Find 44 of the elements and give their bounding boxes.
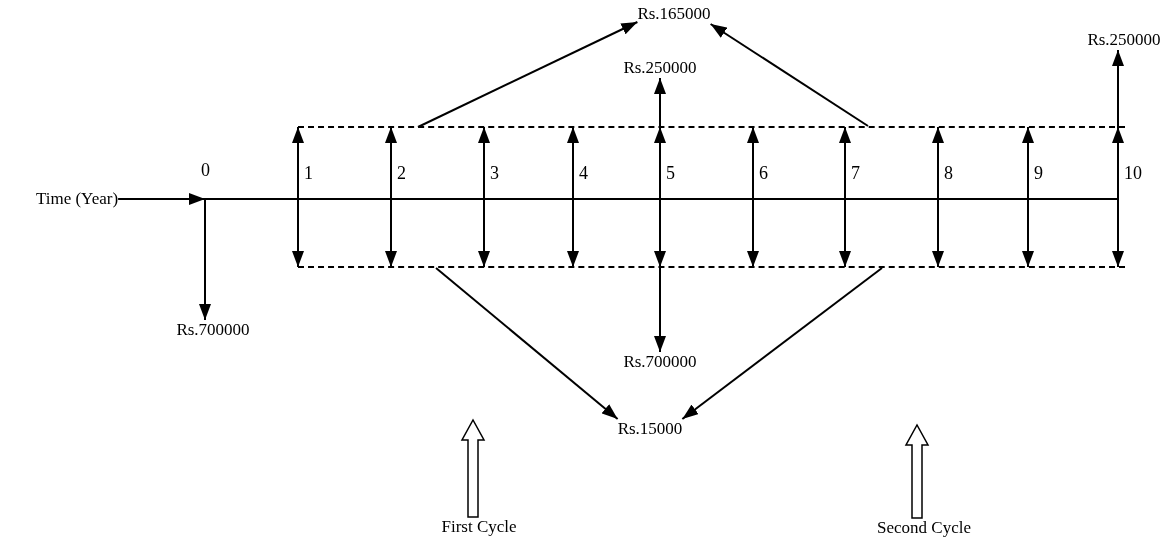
dashed-line bbox=[298, 266, 1125, 268]
axis-title: Time (Year) bbox=[35, 189, 119, 209]
year-number: 5 bbox=[666, 163, 675, 183]
double-arrow bbox=[654, 126, 666, 268]
arrow bbox=[435, 267, 619, 420]
double-arrow bbox=[932, 126, 944, 268]
year-number: 10 bbox=[1124, 163, 1142, 183]
double-arrow bbox=[1112, 126, 1124, 268]
year-number: 3 bbox=[490, 163, 499, 183]
year-number: 6 bbox=[759, 163, 768, 183]
double-arrow bbox=[1022, 126, 1034, 268]
caption-text: Second Cycle bbox=[877, 518, 971, 538]
arrow bbox=[1112, 49, 1124, 128]
double-arrow bbox=[839, 126, 851, 268]
hollow-arrow bbox=[904, 423, 930, 519]
double-arrow bbox=[567, 126, 579, 268]
caption-text: First Cycle bbox=[441, 517, 517, 537]
year-number: 8 bbox=[944, 163, 953, 183]
timeline-axis bbox=[205, 198, 1118, 200]
double-arrow bbox=[385, 126, 397, 268]
arrow bbox=[654, 77, 666, 128]
arrow bbox=[117, 193, 206, 205]
arrow bbox=[654, 266, 666, 353]
year-number: 7 bbox=[851, 163, 860, 183]
year-number: 2 bbox=[397, 163, 406, 183]
amount-label: Rs.15000 bbox=[617, 419, 683, 439]
amount-label: Rs.700000 bbox=[623, 352, 697, 372]
arrow bbox=[199, 198, 211, 321]
dashed-line bbox=[298, 126, 1125, 128]
year-number: 1 bbox=[304, 163, 313, 183]
amount-label: Rs.700000 bbox=[176, 320, 250, 340]
amount-label: Rs.250000 bbox=[1087, 30, 1161, 50]
double-arrow bbox=[292, 126, 304, 268]
arrow bbox=[417, 21, 639, 128]
arrow bbox=[681, 267, 883, 420]
double-arrow bbox=[478, 126, 490, 268]
year-number: 0 bbox=[201, 160, 210, 180]
double-arrow bbox=[747, 126, 759, 268]
amount-label: Rs.250000 bbox=[623, 58, 697, 78]
arrow bbox=[709, 23, 869, 127]
amount-label: Rs.165000 bbox=[637, 4, 711, 24]
hollow-arrow bbox=[460, 418, 486, 518]
year-number: 9 bbox=[1034, 163, 1043, 183]
year-number: 4 bbox=[579, 163, 588, 183]
